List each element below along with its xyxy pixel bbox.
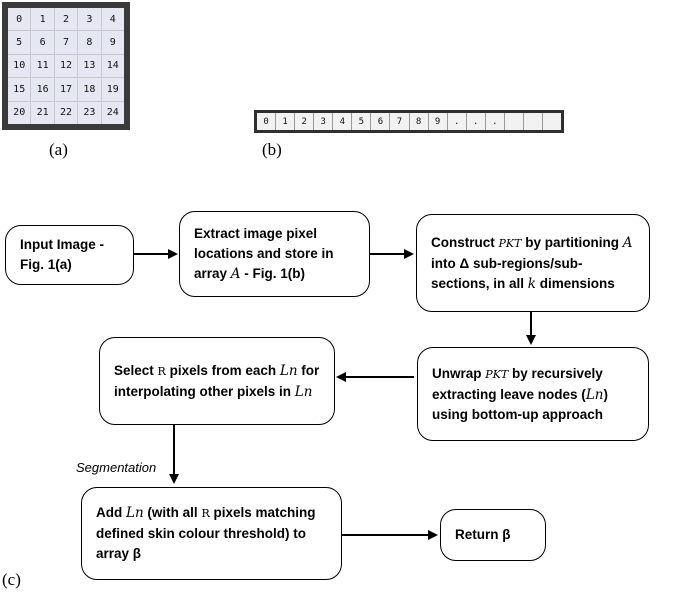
array-cell bbox=[504, 113, 523, 130]
step-construct-pkt: Construct PKT by partitioning A into Δ s… bbox=[416, 214, 650, 312]
step-unwrap-pkt: Unwrap PKT by recursively extracting lea… bbox=[417, 347, 649, 441]
array-cell: 1 bbox=[276, 113, 295, 130]
caption-c: (c) bbox=[2, 570, 21, 589]
array-cell: . bbox=[485, 113, 504, 130]
step-add-to-beta: Add Ln (with all R pixels matching defin… bbox=[81, 487, 342, 580]
array-cell: 5 bbox=[352, 113, 371, 130]
array-cell: 7 bbox=[390, 113, 409, 130]
grid-cell: 10 bbox=[8, 54, 31, 78]
grid-cell: 1 bbox=[31, 8, 54, 31]
grid-cell: 17 bbox=[54, 78, 78, 101]
grid-cell: 11 bbox=[31, 54, 54, 78]
array-cell: . bbox=[447, 113, 466, 130]
step-unwrap-pkt-text: Unwrap PKT by recursively extracting lea… bbox=[432, 365, 608, 422]
array-cell: 3 bbox=[314, 113, 333, 130]
step-add-to-beta-text: Add Ln (with all R pixels matching defin… bbox=[96, 505, 316, 561]
array-cell: 9 bbox=[428, 113, 447, 130]
grid-cell: 21 bbox=[31, 101, 54, 124]
grid-cell: 19 bbox=[101, 78, 124, 101]
grid-cell: 2 bbox=[54, 8, 78, 31]
grid-cell: 24 bbox=[101, 101, 124, 124]
grid-cell: 6 bbox=[31, 31, 54, 54]
grid-cell: 14 bbox=[101, 54, 124, 78]
step-extract-pixels: Extract image pixel locations and store … bbox=[179, 211, 370, 297]
array-cell: 8 bbox=[409, 113, 428, 130]
segmentation-label: Segmentation bbox=[76, 460, 157, 475]
step-return-beta-text: Return β bbox=[455, 527, 511, 542]
step-extract-pixels-text: Extract image pixel locations and store … bbox=[194, 226, 334, 282]
grid-cell: 15 bbox=[8, 78, 31, 101]
grid-cell: 16 bbox=[31, 78, 54, 101]
array-cell bbox=[542, 113, 561, 130]
grid-cell: 20 bbox=[8, 101, 31, 124]
step-select-pixels-text: Select R pixels from each Ln for interpo… bbox=[114, 362, 320, 400]
grid-cell: 7 bbox=[54, 31, 78, 54]
step-return-beta: Return β bbox=[440, 509, 546, 561]
step-input-image-text: Input Image - Fig. 1(a) bbox=[20, 237, 104, 272]
array-cell: 0 bbox=[257, 113, 276, 130]
grid-cell: 23 bbox=[78, 101, 101, 124]
caption-b: (b) bbox=[262, 140, 282, 159]
grid-cell: 4 bbox=[101, 8, 124, 31]
grid-cell: 22 bbox=[54, 101, 78, 124]
grid-cell: 5 bbox=[8, 31, 31, 54]
grid-cell: 13 bbox=[78, 54, 101, 78]
array-cell: 2 bbox=[295, 113, 314, 130]
grid-cell: 12 bbox=[54, 54, 78, 78]
caption-a: (a) bbox=[49, 140, 68, 159]
array-cell: 4 bbox=[333, 113, 352, 130]
array-cell: 6 bbox=[371, 113, 390, 130]
grid-cell: 9 bbox=[101, 31, 124, 54]
step-select-pixels: Select R pixels from each Ln for interpo… bbox=[99, 337, 335, 425]
grid-cell: 0 bbox=[8, 8, 31, 31]
grid-cell: 3 bbox=[78, 8, 101, 31]
array-cell: . bbox=[466, 113, 485, 130]
step-construct-pkt-text: Construct PKT by partitioning A into Δ s… bbox=[431, 234, 633, 292]
step-input-image: Input Image - Fig. 1(a) bbox=[5, 225, 134, 285]
array-cell bbox=[523, 113, 542, 130]
grid-cell: 8 bbox=[78, 31, 101, 54]
grid-cell: 18 bbox=[78, 78, 101, 101]
